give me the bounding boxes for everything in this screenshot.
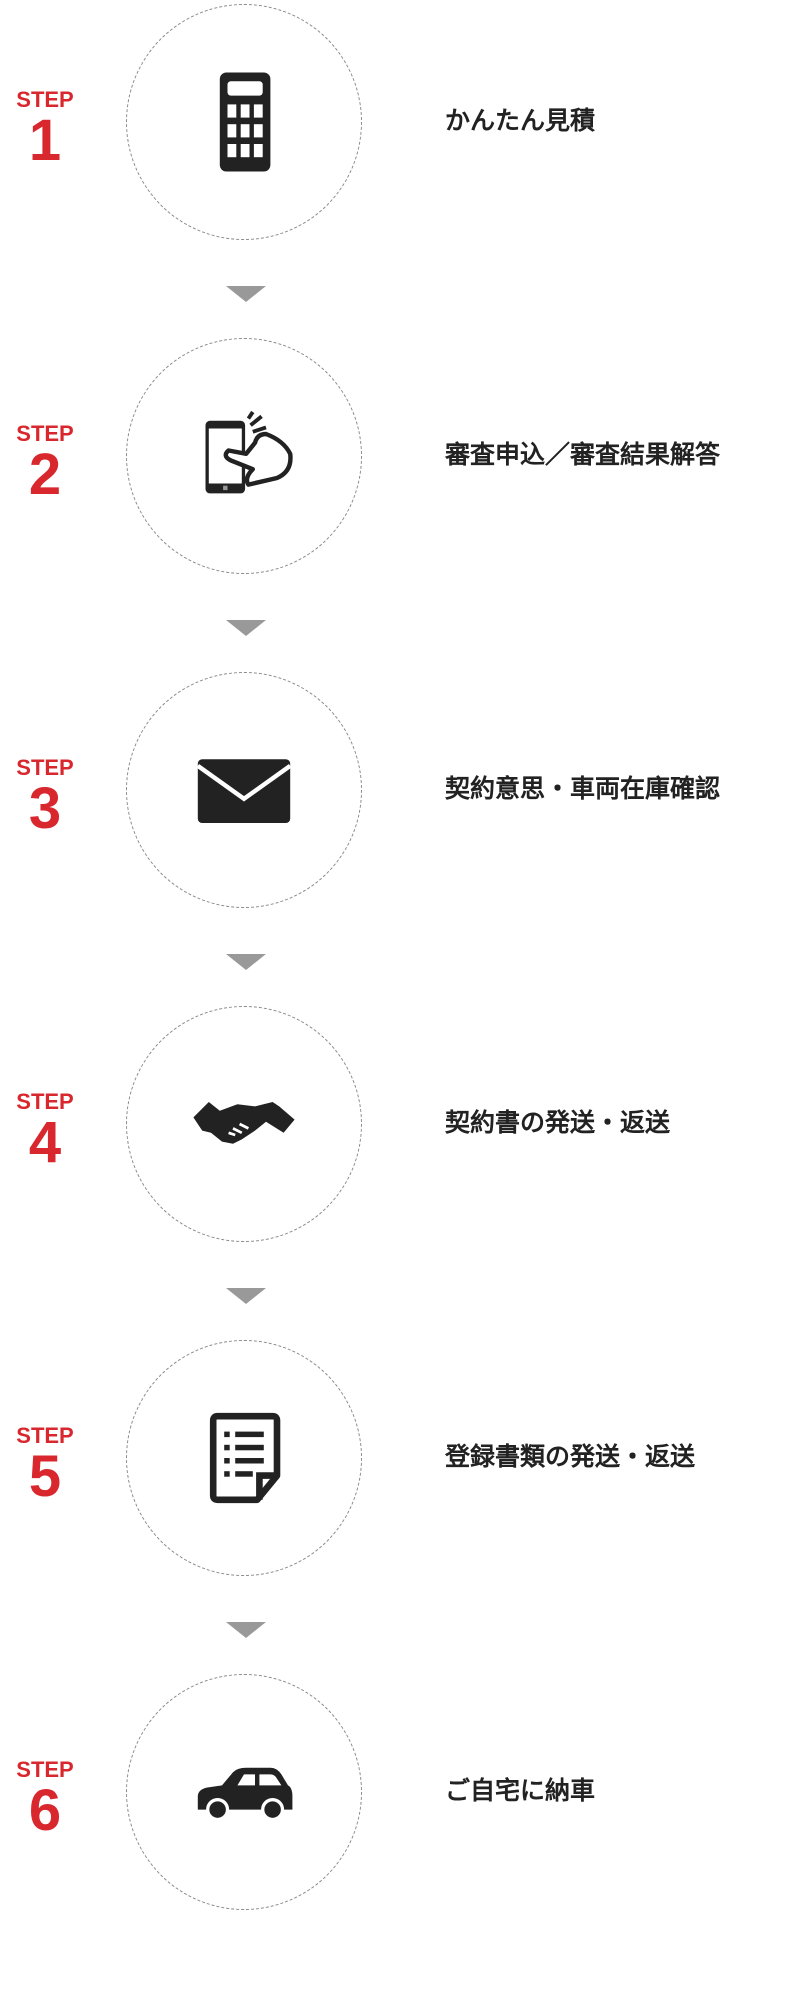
- step-number: 6: [28, 1778, 62, 1843]
- step-prefix: STEP: [16, 755, 74, 780]
- step-prefix: STEP: [16, 87, 74, 112]
- step-icon-circle: [126, 338, 362, 574]
- step-icon-circle: [126, 1006, 362, 1242]
- step-number: 1: [28, 108, 62, 173]
- step-prefix: STEP: [16, 421, 74, 446]
- envelope-icon: [196, 759, 292, 823]
- step-number: 2: [28, 442, 62, 507]
- step-title: かんたん見積: [445, 106, 596, 135]
- handshake-icon: [193, 1102, 295, 1144]
- step-icon-circle: [126, 1674, 362, 1910]
- step-icon-circle: [126, 4, 362, 240]
- step-title: 審査申込／審査結果解答: [445, 440, 721, 469]
- step-title: ご自宅に納車: [445, 1776, 596, 1805]
- step-prefix: STEP: [16, 1757, 74, 1782]
- car-icon: [197, 1767, 293, 1822]
- step-number: 4: [28, 1110, 62, 1175]
- step-prefix: STEP: [16, 1089, 74, 1114]
- step-icon-circle: [126, 1340, 362, 1576]
- smartphone-tap-icon: [205, 410, 293, 494]
- down-arrow-icon: [226, 954, 266, 970]
- step-title: 登録書類の発送・返送: [445, 1442, 696, 1471]
- document-list-icon: [209, 1412, 281, 1504]
- calculator-icon: [219, 72, 271, 172]
- step-prefix: STEP: [16, 1423, 74, 1448]
- down-arrow-icon: [226, 1622, 266, 1638]
- down-arrow-icon: [226, 1288, 266, 1304]
- step-title: 契約意思・車両在庫確認: [445, 774, 721, 803]
- step-title: 契約書の発送・返送: [445, 1108, 671, 1137]
- step-icon-circle: [126, 672, 362, 908]
- down-arrow-icon: [226, 620, 266, 636]
- step-number: 5: [28, 1444, 62, 1509]
- step-number: 3: [28, 776, 62, 841]
- down-arrow-icon: [226, 286, 266, 302]
